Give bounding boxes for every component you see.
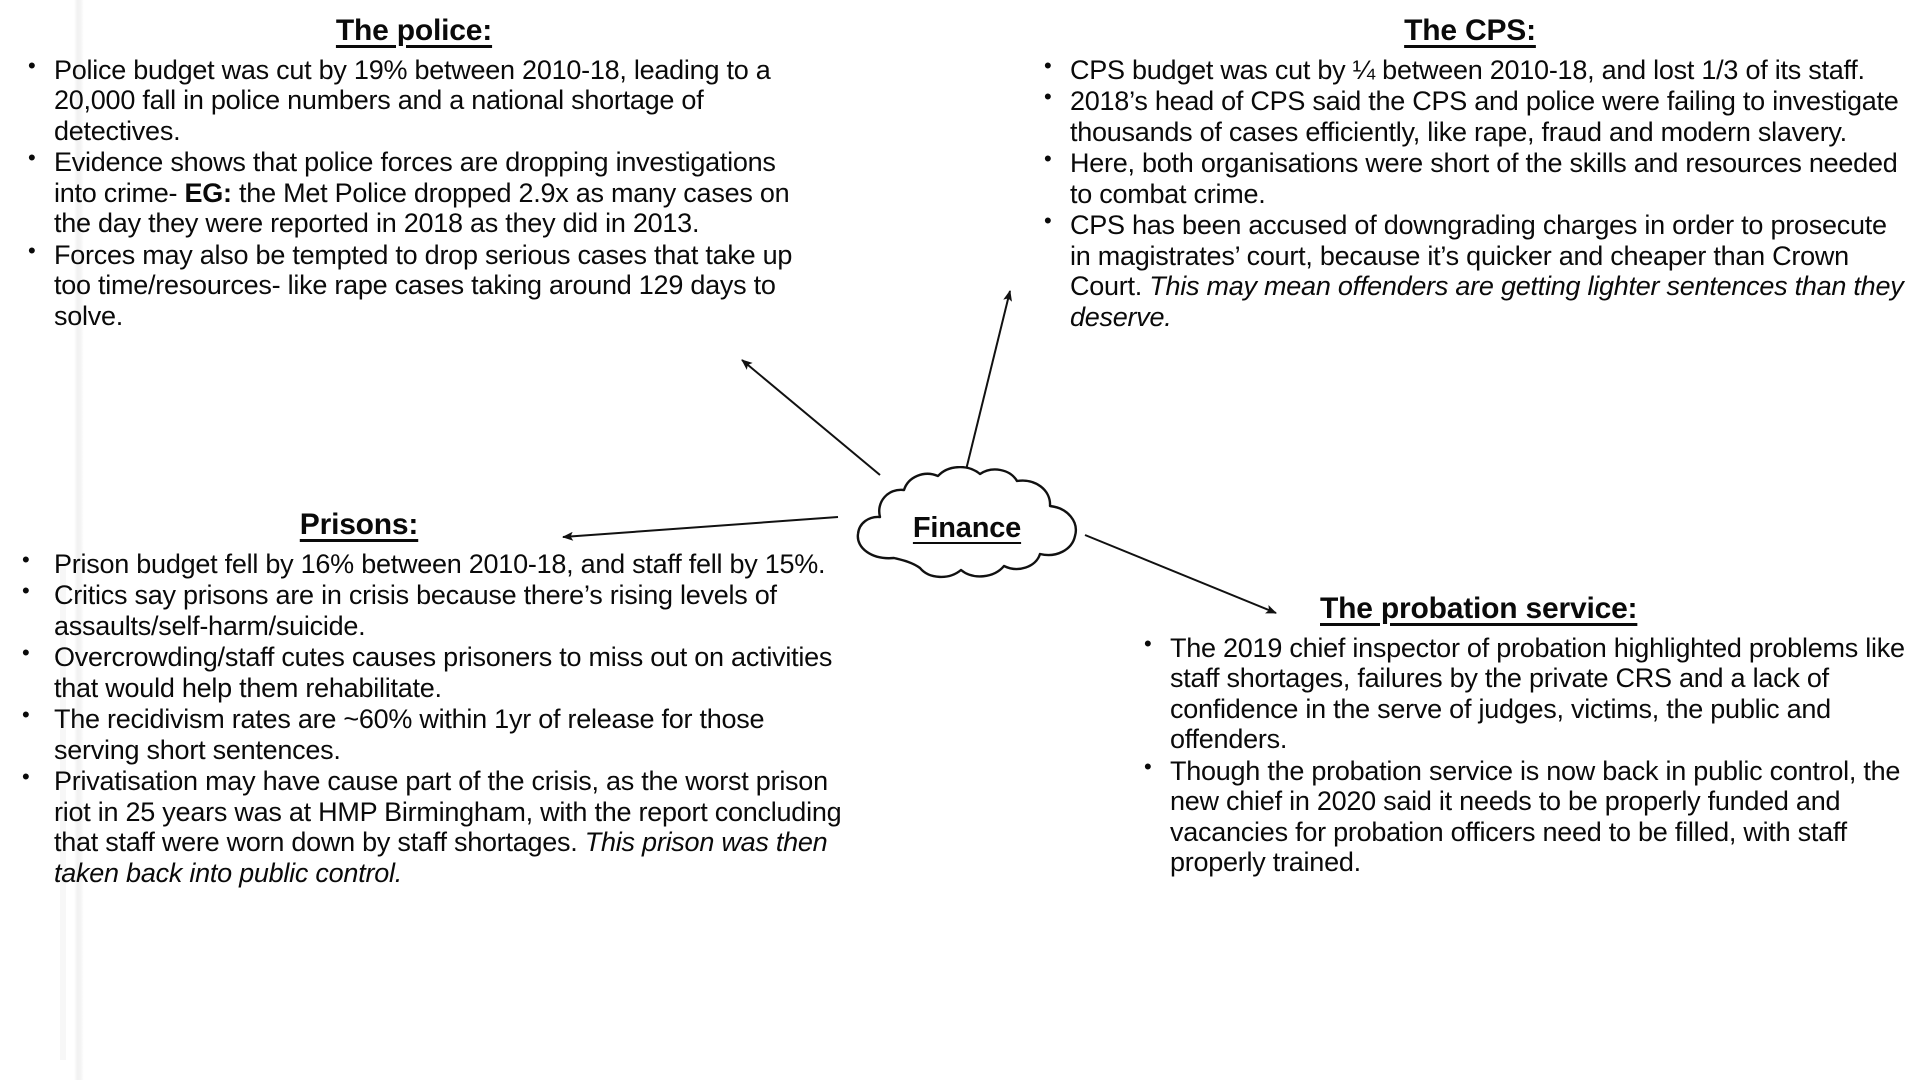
prisons-bullet-1-text: Prison budget fell by 16% between 2010-1… [54,548,826,579]
cps-bullet-1: CPS budget was cut by ¼ between 2010-18,… [1030,54,1910,86]
probation-bullet-2: Though the probation service is now back… [1130,755,1920,878]
police-bullet-2-eg-label: EG: [184,177,233,208]
prisons-bullet-4: The recidivism rates are ~60% within 1yr… [14,703,844,765]
cps-bullet-3-text: Here, both organisations were short of t… [1070,148,1898,209]
prisons-heading: Prisons: [299,508,419,541]
cps-bullet-2-text: 2018’s head of CPS said the CPS and poli… [1070,86,1899,147]
prisons-bullet-list: Prison budget fell by 16% between 2010-1… [14,548,844,889]
prisons-bullet-3-text: Overcrowding/staff cutes causes prisoner… [54,642,833,703]
center-node-finance[interactable]: Finance [832,466,1102,591]
prisons-bullet-5-text: Privatisation may have cause part of the… [54,766,842,857]
probation-heading: The probation service: [1320,592,1638,625]
police-bullet-list: Police budget was cut by 19% between 201… [14,54,814,332]
prisons-bullet-3: Overcrowding/staff cutes causes prisoner… [14,641,844,703]
branch-police: The police: Police budget was cut by 19%… [14,14,814,332]
prisons-bullet-5-emphasis: This prison was then taken back into pub… [54,827,828,888]
cps-bullet-2: 2018’s head of CPS said the CPS and poli… [1030,85,1910,147]
branch-cps: The CPS: CPS budget was cut by ¼ between… [1030,14,1910,333]
police-bullet-2-text-b: the Met Police dropped 2.9x as many case… [54,177,790,239]
prisons-bullet-1: Prison budget fell by 16% between 2010-1… [14,548,844,580]
center-node-label: Finance [912,512,1022,544]
probation-bullet-2-text: Though the probation service is now back… [1170,755,1901,878]
police-bullet-1: Police budget was cut by 19% between 201… [14,54,814,147]
connector-finance-to-cps [965,290,1012,471]
prisons-bullet-2: Critics say prisons are in crisis becaus… [14,579,844,641]
prisons-bullet-2-text: Critics say prisons are in crisis becaus… [54,580,777,641]
police-bullet-3-text: Forces may also be tempted to drop serio… [54,239,793,331]
cps-bullet-4-text: CPS has been accused of downgrading char… [1070,210,1887,301]
probation-bullet-1: The 2019 chief inspector of probation hi… [1130,632,1920,755]
cps-bullet-1-text: CPS budget was cut by ¼ between 2010-18,… [1070,54,1865,85]
police-bullet-2: Evidence shows that police forces are dr… [14,146,814,239]
cps-bullet-4: CPS has been accused of downgrading char… [1030,209,1910,332]
branch-prisons: Prisons: Prison budget fell by 16% betwe… [14,508,844,889]
cps-bullet-3: Here, both organisations were short of t… [1030,147,1910,209]
cps-heading: The CPS: [1404,14,1536,47]
police-bullet-2-text-a: Evidence shows that police forces are dr… [54,147,776,208]
cps-bullet-4-emphasis: This may mean offenders are getting ligh… [1070,271,1904,332]
police-bullet-1-text: Police budget was cut by 19% between 201… [54,54,771,146]
branch-probation: The probation service: The 2019 chief in… [1110,592,1920,879]
cloud-icon [856,466,1078,579]
police-bullet-3: Forces may also be tempted to drop serio… [14,239,814,332]
probation-bullet-list: The 2019 chief inspector of probation hi… [1110,632,1920,878]
cps-bullet-list: CPS budget was cut by ¼ between 2010-18,… [1030,54,1910,333]
prisons-bullet-4-text: The recidivism rates are ~60% within 1yr… [54,704,765,765]
prisons-bullet-5: Privatisation may have cause part of the… [14,765,844,888]
connector-finance-to-police [741,359,881,476]
police-heading: The police: [335,14,493,47]
probation-bullet-1-text: The 2019 chief inspector of probation hi… [1170,632,1905,755]
